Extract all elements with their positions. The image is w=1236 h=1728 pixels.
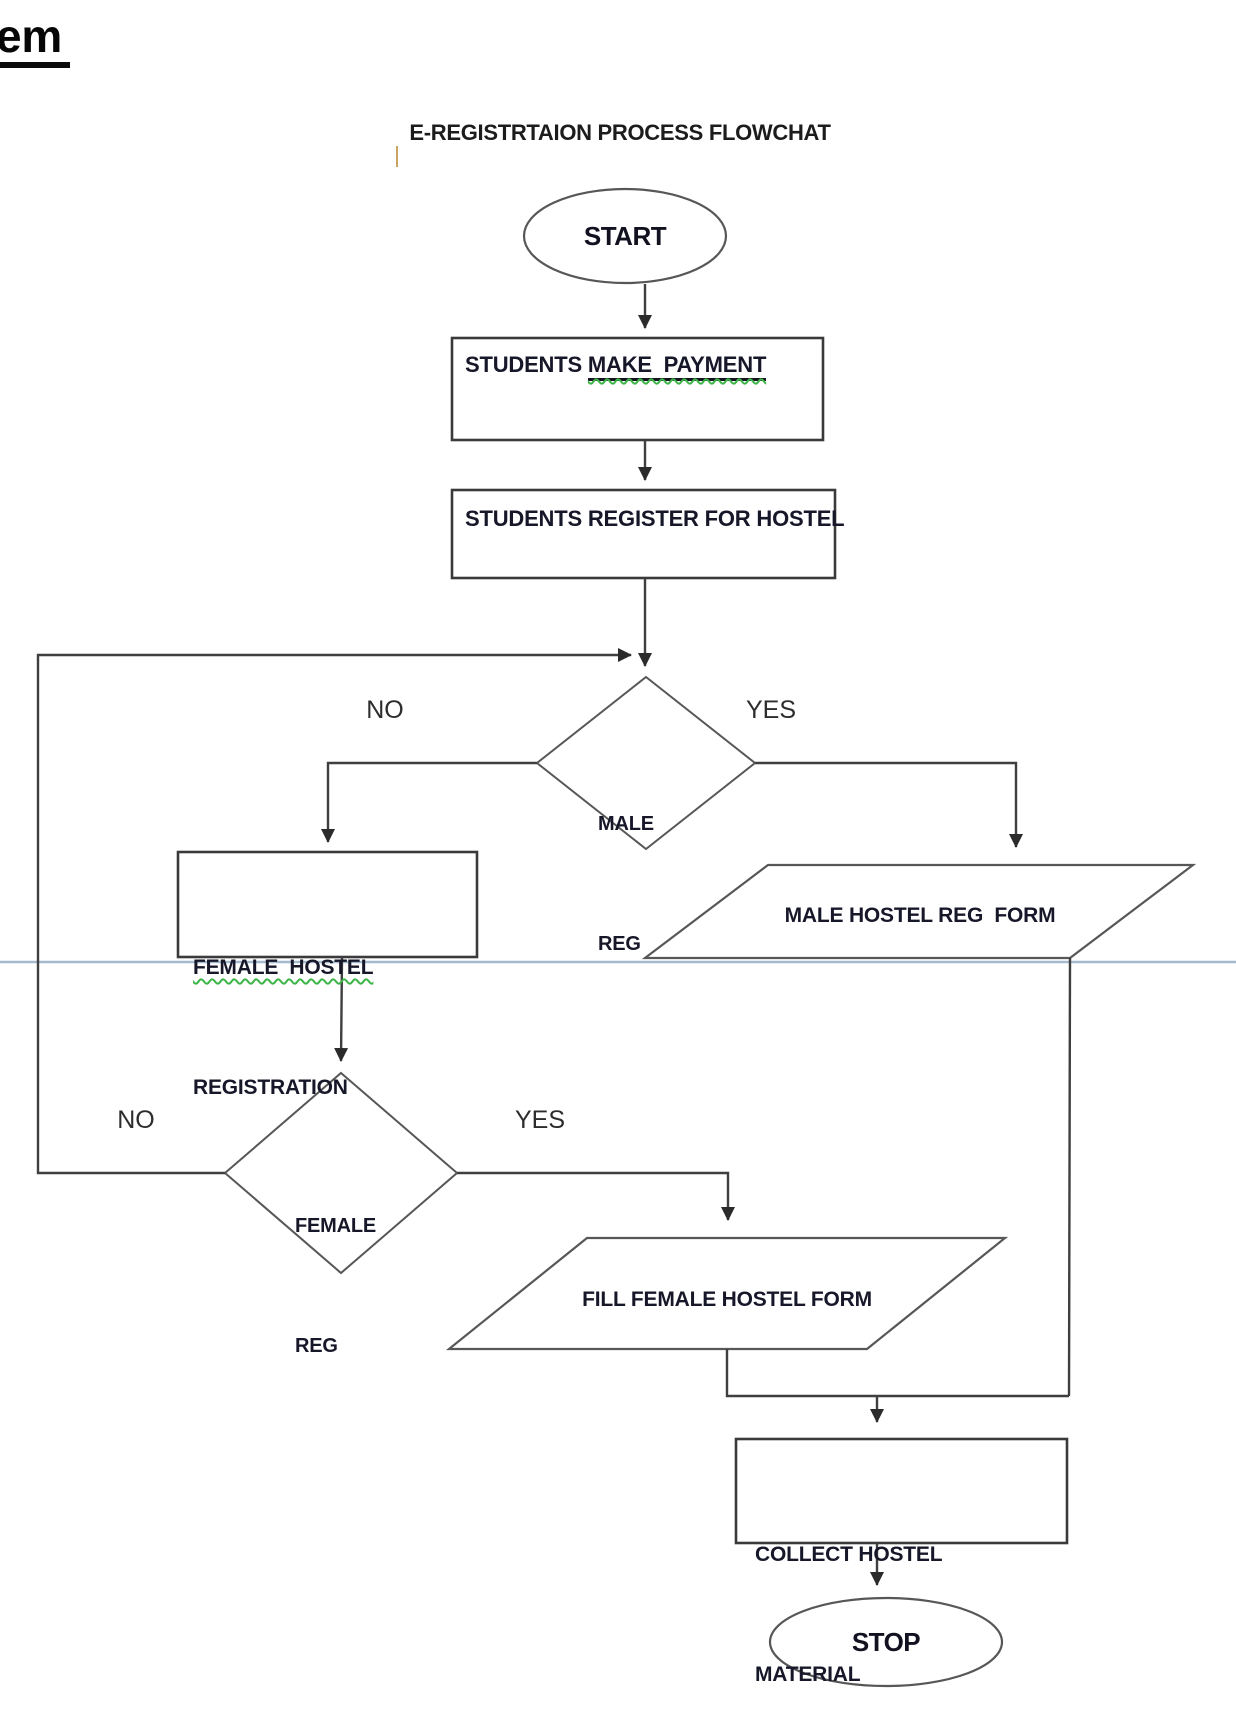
- make-payment-label-prefix: STUDENTS: [465, 352, 588, 377]
- flowchart-title: E-REGISTRTAION PROCESS FLOWCHAT: [409, 120, 831, 145]
- male-reg-no-label: NO: [366, 696, 404, 724]
- male-hostel-reg-form-node-label: MALE HOSTEL REG FORM: [784, 904, 1056, 927]
- stop-terminator-shape: [768, 1596, 1004, 1688]
- female-reg-line1: FEMALE: [295, 1215, 377, 1237]
- female-reg-line2: REG: [295, 1335, 338, 1357]
- start-terminator-shape: [522, 187, 728, 285]
- connector-femalebox-to-female-decision: [334, 956, 349, 1062]
- female-hostel-line1: FEMALE HOSTEL: [193, 956, 374, 979]
- make-payment-box-shape: [450, 336, 825, 442]
- connector-female-no-loopback: [36, 648, 632, 1175]
- collect-line1: COLLECT HOSTEL: [755, 1543, 943, 1566]
- male-reg-yes-label: YES: [745, 696, 797, 724]
- female-hostel-line2: REGISTRATION: [193, 1076, 348, 1099]
- female-reg-yes-label: YES: [514, 1106, 566, 1134]
- female-reg-decision-label: FEMALE REG: [295, 1126, 376, 1446]
- female-hostel-registration-box-shape: [176, 850, 479, 959]
- male-reg-line2: REG: [598, 933, 641, 955]
- male-reg-decision-shape: [535, 675, 757, 851]
- fill-female-hostel-form-node-label: FILL FEMALE HOSTEL FORM: [582, 1288, 872, 1311]
- connector-female-yes-branch: [457, 1171, 735, 1221]
- register-hostel-box-shape: [450, 488, 837, 580]
- connector-femaleform-join: [725, 1349, 1069, 1398]
- scan-artifact-mark: [396, 146, 398, 167]
- collect-line2: MATERIAL: [755, 1663, 861, 1686]
- connector-male-no-branch: [321, 761, 537, 843]
- start-node-label: START: [583, 220, 667, 251]
- female-reg-decision-shape: [223, 1071, 459, 1275]
- connector-male-yes-branch: [755, 761, 1023, 848]
- stop-node-label: STOP: [851, 1626, 921, 1657]
- connector-maleform-down: [1067, 957, 1072, 1397]
- fill-female-hostel-form-parallelogram-shape: [445, 1236, 1009, 1351]
- make-payment-node-label: STUDENTS MAKE PAYMENT: [465, 352, 766, 381]
- collect-hostel-material-node-label: COLLECT HOSTEL MATERIAL: [755, 1455, 943, 1728]
- make-payment-label-underlined: MAKE PAYMENT: [587, 352, 766, 381]
- register-hostel-node-label: STUDENTS REGISTER FOR HOSTEL: [465, 506, 845, 531]
- male-reg-line1: MALE: [598, 813, 654, 835]
- female-reg-no-label: NO: [117, 1106, 155, 1134]
- page-heading-fragment: em: [0, 12, 71, 69]
- male-reg-decision-label: MALE REG: [598, 724, 654, 1044]
- collect-hostel-material-box-shape: [734, 1437, 1069, 1545]
- female-hostel-registration-node-label: FEMALE HOSTEL REGISTRATION: [193, 868, 374, 1188]
